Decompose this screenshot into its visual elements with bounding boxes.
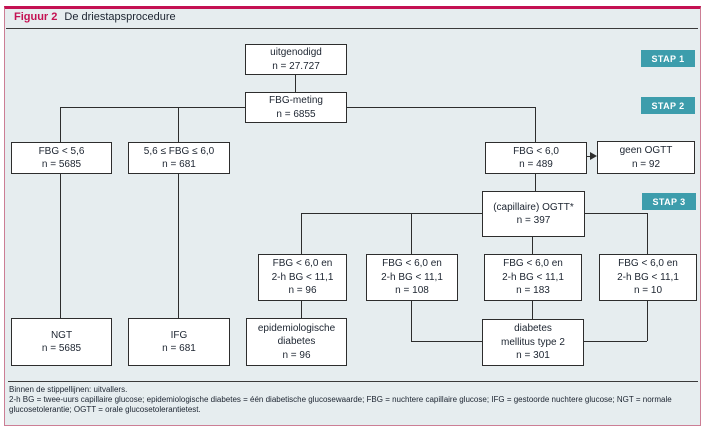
node-count: n = 301	[516, 350, 550, 362]
node-label: 5,6 ≤ FBG ≤ 6,0	[143, 145, 215, 157]
figure-title-text: De driestapsprocedure	[64, 11, 176, 23]
step-badge-2: STAP 2	[641, 97, 695, 114]
node-count: n = 681	[162, 343, 196, 354]
edge-res3-dm2	[532, 299, 533, 319]
footer-divider	[8, 381, 698, 382]
footnote-line-2: 2-h BG = twee-uurs capillaire glucose; e…	[9, 395, 672, 414]
edge-ogtt-left-branch	[301, 213, 482, 214]
node-label: FBG < 6,0 en	[272, 258, 333, 270]
node-label: 2-h BG < 11,1	[271, 271, 334, 283]
node-label: diabetes	[277, 336, 316, 348]
node-count: n = 489	[519, 159, 553, 170]
arrow-right-icon	[590, 152, 597, 160]
node-count: n = 5685	[41, 159, 82, 170]
footnotes: Binnen de stippellijnen: uitvallers. 2-h…	[9, 385, 697, 415]
node-count: n = 397	[516, 215, 551, 226]
node-label: FBG-meting	[269, 95, 323, 106]
edge-drop-fbg56	[60, 107, 61, 142]
node-label: FBG < 5,6	[38, 145, 85, 157]
node-fbg-meting: FBG-meting n = 6855	[245, 92, 347, 123]
node-fbg-lt-56: FBG < 5,6 n = 5685	[11, 142, 112, 174]
node-label: 2-h BG < 11,1	[502, 271, 564, 283]
node-label: FBG < 6,0 en	[503, 258, 563, 270]
node-label: geen OGTT	[619, 145, 673, 156]
edge-arrow-shaft	[585, 156, 593, 157]
node-count: n = 27.727	[272, 60, 320, 72]
node-count: n = 96	[288, 285, 317, 297]
node-fbg-56-60: 5,6 ≤ FBG ≤ 6,0 n = 681	[128, 142, 230, 174]
node-count: n = 183	[516, 285, 550, 297]
node-label: 2-h BG < 11,1	[381, 271, 443, 283]
node-ifg: IFG n = 681	[128, 318, 230, 366]
edge-ogtt-right-branch	[582, 213, 647, 214]
node-diabetes-mellitus-type-2: diabetes mellitus type 2 n = 301	[482, 319, 584, 366]
edge-drop-fbg5660	[178, 107, 179, 142]
node-res1: FBG < 6,0 en 2-h BG < 11,1 n = 96	[258, 254, 347, 301]
node-label: (capillaire) OGTT*	[493, 201, 574, 213]
node-label: mellitus type 2	[501, 336, 565, 348]
edge-res1-epi	[301, 299, 302, 318]
edge-fbg56-ngt	[60, 172, 61, 318]
node-count: n = 96	[282, 349, 311, 361]
node-label: uitgenodigd	[270, 47, 322, 58]
step-badge-3: STAP 3	[642, 193, 696, 210]
figure-title: Figuur 2 De driestapsprocedure	[14, 11, 176, 23]
node-label: IFG	[170, 329, 188, 341]
node-res2: FBG < 6,0 en 2-h BG < 11,1 n = 108	[366, 254, 458, 301]
edge-res4-down	[647, 299, 648, 341]
node-count: n = 92	[631, 158, 661, 170]
node-count: n = 108	[395, 285, 429, 297]
edge-invited-fbg	[295, 73, 296, 93]
edge-drop-res1	[301, 213, 302, 254]
node-count: n = 6855	[276, 108, 316, 120]
edge-res4-dm2	[582, 341, 647, 342]
node-label: FBG < 6,0 en	[382, 258, 442, 270]
node-count: n = 5685	[41, 343, 82, 354]
node-label: 2-h BG < 11,1	[617, 271, 679, 283]
edge-drop-res3	[532, 235, 533, 254]
node-res3: FBG < 6,0 en 2-h BG < 11,1 n = 183	[484, 254, 582, 301]
edge-fbg60-ogtt	[535, 172, 536, 191]
step-badge-1: STAP 1	[641, 50, 695, 67]
node-fbg-60: FBG < 6,0 n = 489	[485, 142, 587, 174]
title-divider	[6, 28, 698, 29]
node-ogtt: (capillaire) OGTT* n = 397	[482, 191, 585, 237]
node-epidemiologische-diabetes: epidemiologische diabetes n = 96	[246, 318, 347, 366]
edge-drop-res4	[647, 213, 648, 254]
edge-res2-down	[411, 299, 412, 341]
node-geen-ogtt: geen OGTT n = 92	[597, 141, 695, 174]
node-label: diabetes	[514, 323, 552, 335]
node-uitgenodigd: uitgenodigd n = 27.727	[245, 44, 347, 75]
node-label: epidemiologische	[257, 322, 336, 334]
node-label: NGT	[50, 329, 73, 341]
edge-fbg5660-ifg	[178, 172, 179, 318]
node-count: n = 681	[162, 159, 196, 170]
node-label: FBG < 6,0 en	[618, 258, 678, 270]
edge-drop-fbg60	[535, 107, 536, 142]
figure-label: Figuur 2	[14, 11, 58, 23]
node-label: FBG < 6,0	[513, 145, 559, 157]
footnote-line-1: Binnen de stippellijnen: uitvallers.	[9, 385, 128, 394]
edge-res2-dm2	[411, 341, 482, 342]
edge-drop-res2	[411, 213, 412, 254]
node-ngt: NGT n = 5685	[11, 318, 112, 366]
node-count: n = 10	[633, 285, 663, 297]
node-res4: FBG < 6,0 en 2-h BG < 11,1 n = 10	[599, 254, 697, 301]
